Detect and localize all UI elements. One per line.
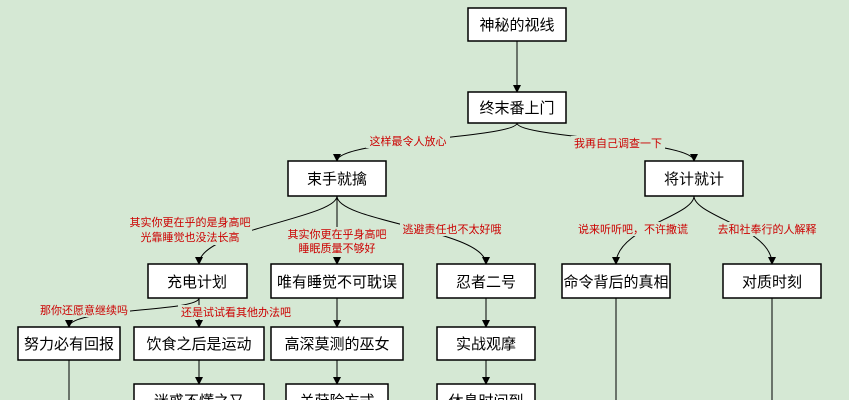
edge-n5-n10 (65, 297, 200, 328)
node-n13: 实战观摩 (436, 326, 536, 361)
edge-label-n3-n7: 逃避责任也不太好哦 (403, 222, 502, 236)
node-n12: 高深莫测的巫女 (270, 326, 404, 361)
svg-text:将计就计: 将计就计 (664, 170, 724, 188)
svg-text:对质时刻: 对质时刻 (742, 273, 802, 291)
node-n8: 命令背后的真相 (561, 263, 671, 299)
svg-text:终末番上门: 终末番上门 (479, 99, 554, 117)
edge-n3-n5 (195, 195, 338, 265)
edge-label-n4-n9: 去和社奉行的人解释 (718, 222, 817, 236)
edge-label-n4-n8: 说来听听吧，不许撒谎 (578, 222, 688, 236)
edge-label-n2-n3: 这样最令人放心 (370, 134, 447, 148)
svg-text:高深莫测的巫女: 高深莫测的巫女 (284, 335, 389, 353)
svg-text:唯有睡觉不可耽误: 唯有睡觉不可耽误 (277, 273, 397, 291)
node-n2: 终末番上门 (467, 91, 567, 124)
node-n4: 将计就计 (644, 160, 744, 197)
nodes: 神秘的视线 终末番上门 束手就擒 将计就计 充电计划 唯有睡觉不可耽误 忍者二号 (17, 7, 822, 400)
edge-label-n5-n10: 那你还愿意继续吗 (40, 303, 128, 317)
svg-text:实战观摩: 实战观摩 (456, 335, 516, 353)
edge-label-n5-n11: 还是试试看其他办法吧 (181, 305, 291, 319)
node-n9: 对质时刻 (722, 263, 822, 299)
svg-text:休息时间到: 休息时间到 (448, 392, 523, 400)
svg-text:充电计划: 充电计划 (167, 273, 227, 291)
svg-text:迷惑不懂之又: 迷惑不懂之又 (154, 392, 244, 400)
svg-text:神秘的视线: 神秘的视线 (479, 16, 554, 34)
edge-label-n3-n5-line2: 光靠睡觉也没法长高 (141, 230, 240, 244)
svg-text:关莳险方式: 关莳险方式 (299, 392, 374, 400)
svg-text:忍者二号: 忍者二号 (456, 273, 516, 291)
svg-text:努力必有回报: 努力必有回报 (24, 335, 114, 353)
node-n16: 休息时间到 (436, 383, 536, 400)
svg-text:饮食之后是运动: 饮食之后是运动 (146, 335, 251, 353)
svg-text:命令背后的真相: 命令背后的真相 (563, 273, 668, 291)
node-n14: 迷惑不懂之又 (133, 383, 265, 400)
edge-label-n2-n4: 我再自己调查一下 (574, 136, 662, 150)
edge-label-n3-n5-line1: 其实你更在乎的是身高吧 (130, 215, 251, 229)
node-n7: 忍者二号 (436, 263, 536, 299)
node-n3: 束手就擒 (287, 160, 387, 197)
svg-text:束手就擒: 束手就擒 (307, 170, 367, 188)
node-n1: 神秘的视线 (467, 7, 567, 42)
edge-labels: 这样最令人放心 我再自己调查一下 其实你更在乎的是身高吧 光靠睡觉也没法长高 其… (38, 134, 820, 319)
edge-label-n3-n6-line1: 其实你更在乎身高吧 (288, 227, 387, 241)
node-n11: 饮食之后是运动 (133, 326, 265, 361)
node-n5: 充电计划 (147, 263, 248, 299)
node-n15: 关莳险方式 (285, 383, 389, 400)
edge-label-n3-n6-line2: 睡眠质量不够好 (299, 241, 376, 255)
node-n10: 努力必有回报 (17, 326, 121, 361)
node-n6: 唯有睡觉不可耽误 (270, 263, 404, 299)
